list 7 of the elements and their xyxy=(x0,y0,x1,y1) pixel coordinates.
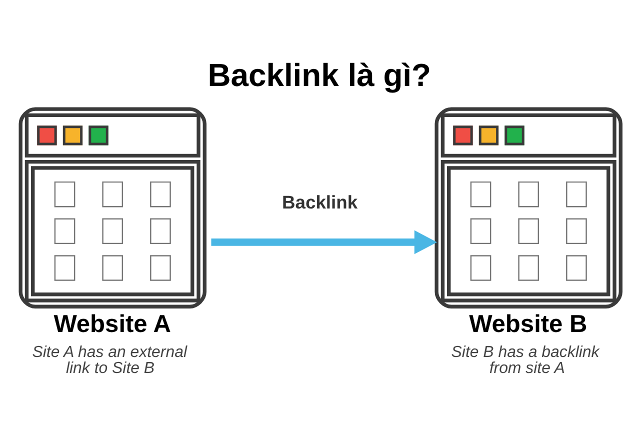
node-label: Site B has a backlink from site A xyxy=(451,343,600,376)
edge-label: Backlink xyxy=(282,190,358,212)
node-label: Site A has an external link to Site B xyxy=(32,343,187,376)
arrow xyxy=(211,230,438,254)
node-label: Website A xyxy=(54,310,171,338)
node-label: Website B xyxy=(469,310,588,338)
diagram-title: Backlink là gì? xyxy=(208,56,432,93)
